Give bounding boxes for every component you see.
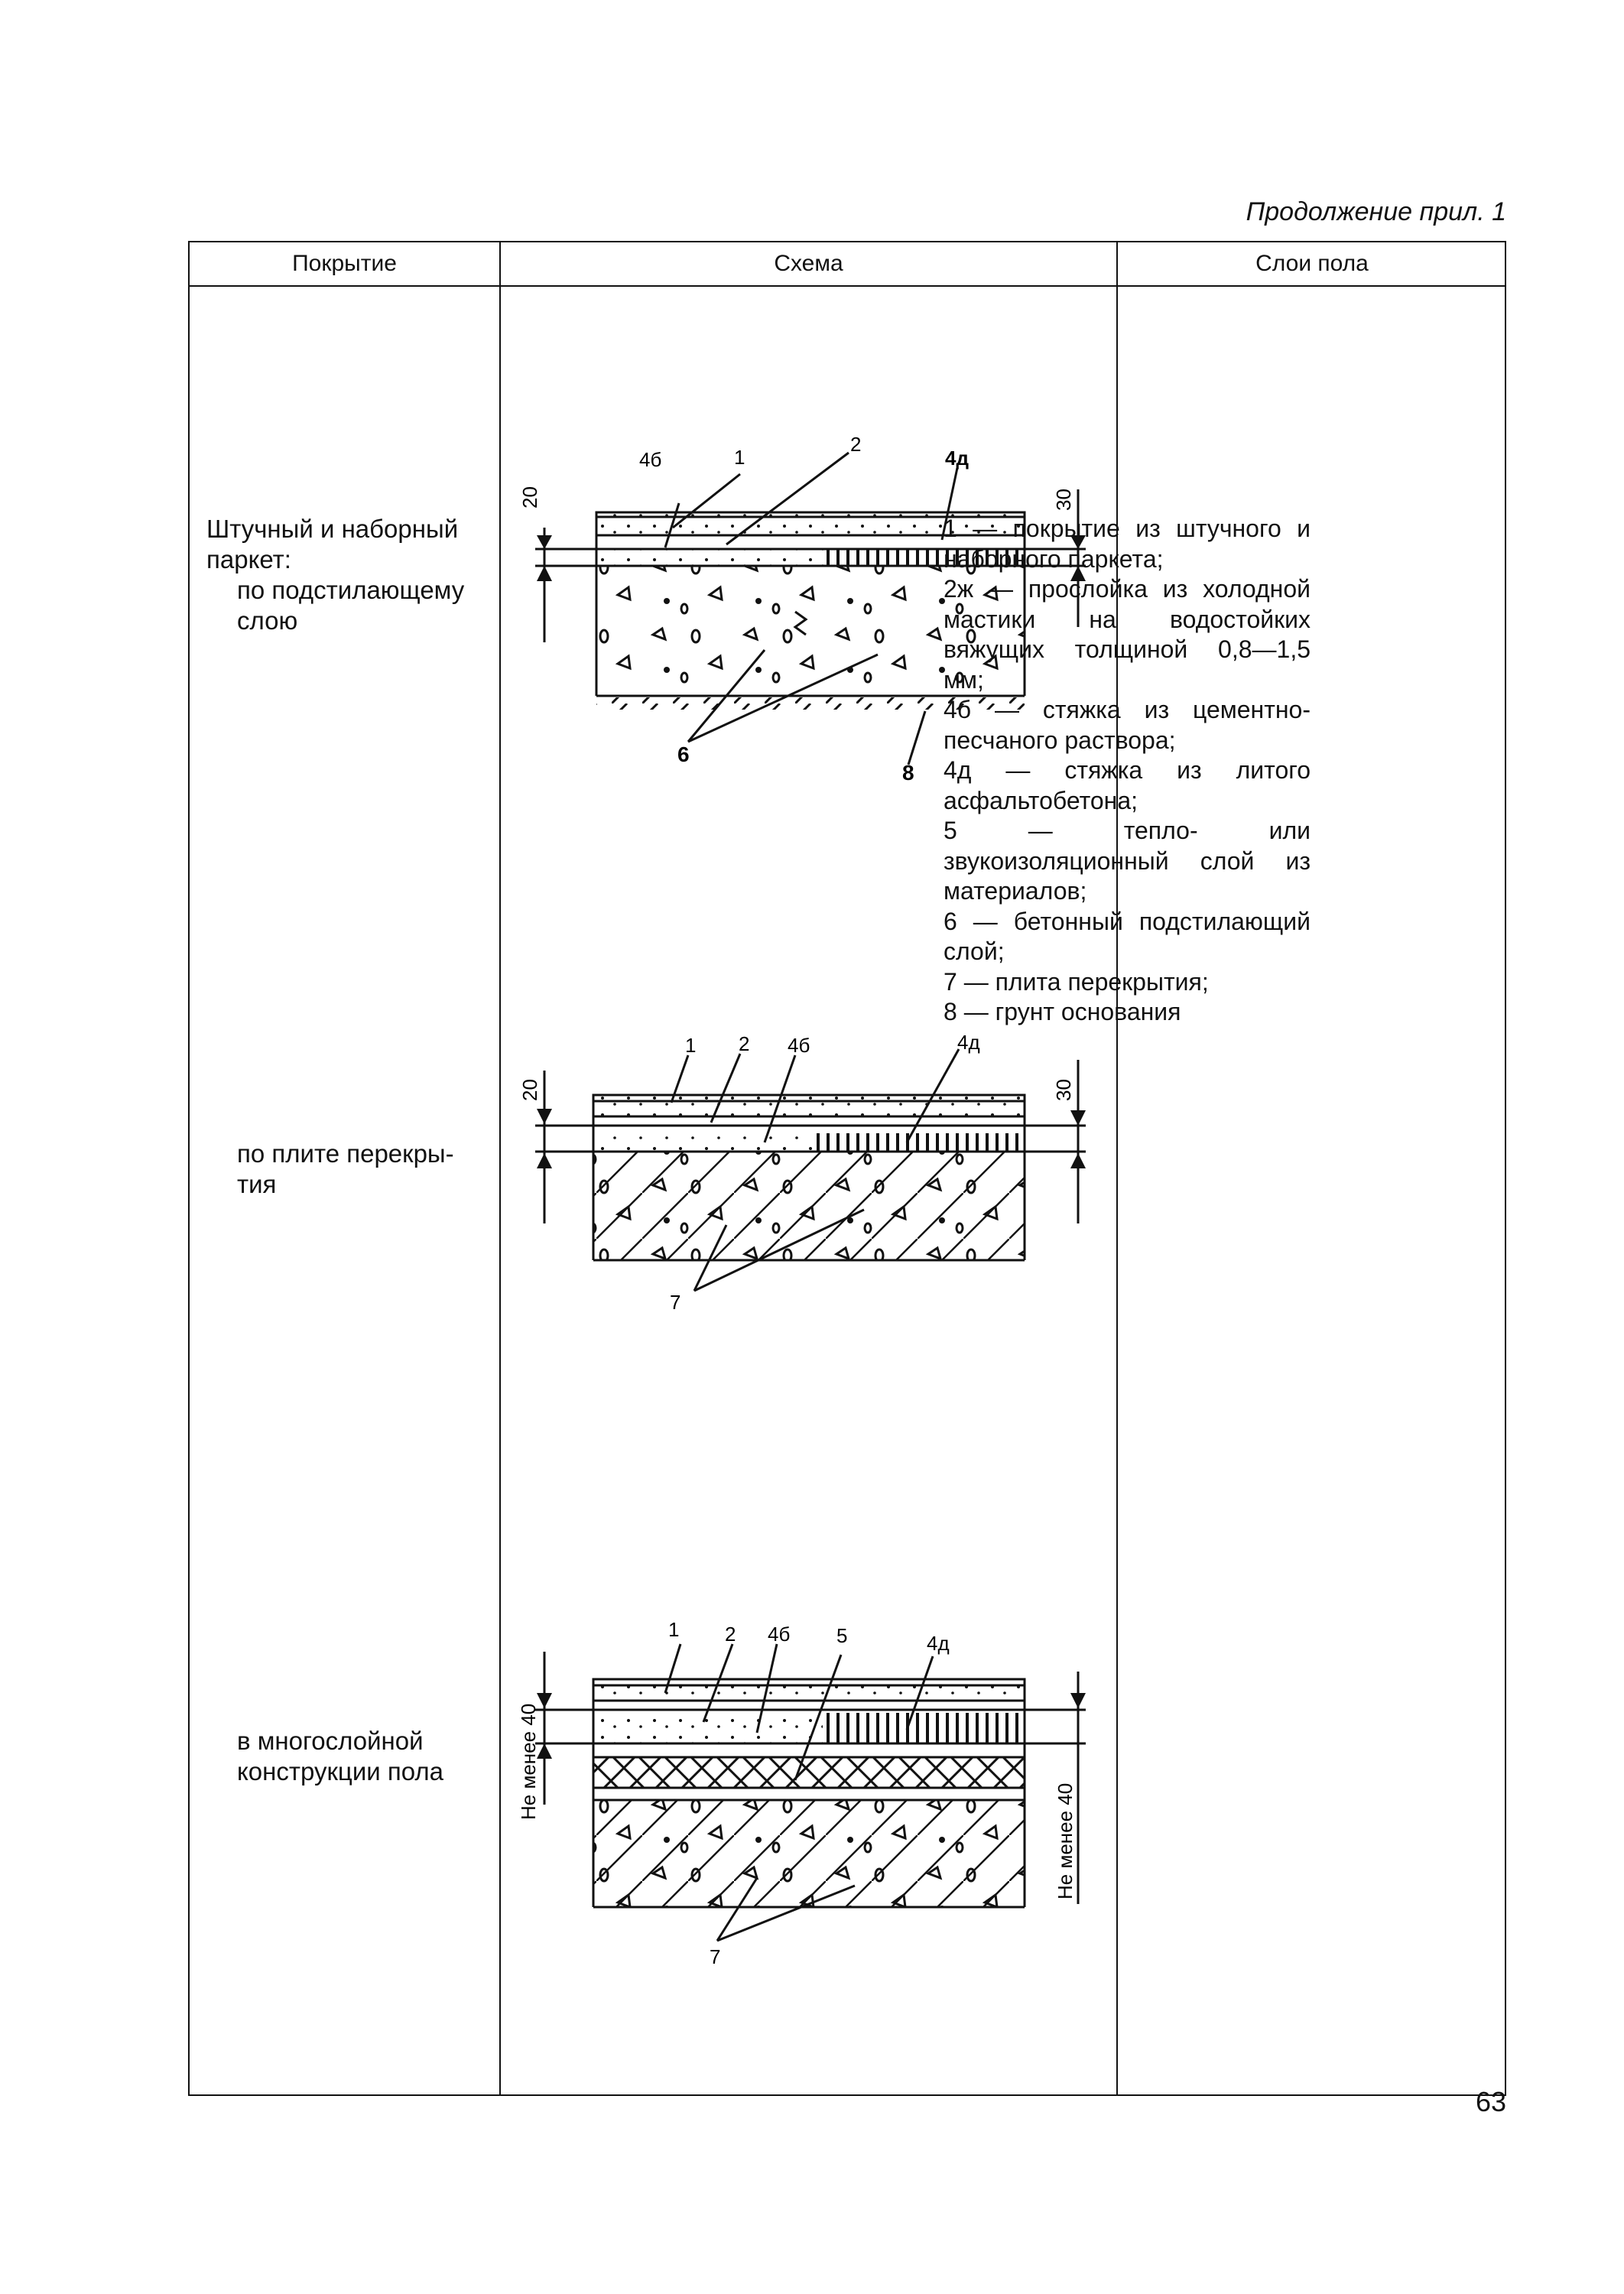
covering-sub-1b: слою	[237, 606, 298, 635]
column-header-scheme: Схема	[774, 251, 843, 276]
scheme1-label-6: 6	[677, 742, 690, 766]
column-header-covering: Покрытие	[292, 251, 397, 276]
scheme3-label-4d: 4д	[927, 1632, 950, 1655]
covering-sub-3a: в многослойной	[237, 1727, 424, 1755]
column-divider-1	[499, 242, 501, 2094]
scheme2-label-2: 2	[739, 1032, 749, 1055]
scheme1-label-2: 2	[850, 433, 861, 456]
continuation-note: Продолжение прил. 1	[1246, 197, 1506, 226]
scheme1-label-4d: 4д	[945, 447, 969, 470]
scheme3-label-5: 5	[836, 1624, 847, 1647]
layer-item: 7 — плита перекрытия;	[944, 967, 1209, 996]
column-divider-2	[1116, 242, 1118, 2094]
scheme1-label-8: 8	[902, 761, 914, 785]
scheme2-dim-left: 20	[518, 1079, 541, 1101]
layer-item: 5 — тепло- или звукоизоляционный слой из…	[944, 817, 1311, 905]
scheme1-label-4b: 4б	[639, 448, 661, 471]
scheme2-dim-right: 30	[1052, 1079, 1075, 1101]
scheme2-label-4d: 4д	[957, 1031, 980, 1054]
scheme2-label-4b: 4б	[788, 1034, 810, 1057]
covering-sub-2b: тия	[237, 1170, 277, 1198]
covering-title-1: Штучный и наборный	[206, 515, 459, 543]
scheme3-label-7: 7	[710, 1945, 720, 1968]
column-header-layers: Слои пола	[1255, 251, 1369, 276]
scheme3-label-1: 1	[668, 1618, 679, 1641]
header-divider	[190, 285, 1505, 287]
scheme2-label-7: 7	[670, 1291, 680, 1314]
layer-item: 4д — стяжка из литого асфальтобетона;	[944, 756, 1311, 814]
scheme3-label-2: 2	[725, 1623, 736, 1646]
scheme3-dim-right: Не менее 40	[1054, 1783, 1077, 1899]
scheme-3: 1 2 4б 5 4д 7 Не менее 40 Не менее 40	[517, 1618, 1086, 1968]
scheme3-dim-left: Не менее 40	[517, 1704, 540, 1820]
scheme2-label-1: 1	[685, 1034, 696, 1057]
scheme-2: 1 2 4б 4д 7 20 30	[518, 1031, 1086, 1314]
covering-title-2: паркет:	[206, 545, 291, 574]
covering-sub-1a: по подстилающему	[237, 576, 465, 604]
scheme-1: 4б 1 2 4д 6 8 20 30	[518, 433, 1086, 785]
layer-item: 8 — грунт основания	[944, 998, 1181, 1025]
scheme1-dim-right: 30	[1052, 489, 1075, 511]
page-number: 63	[1475, 2086, 1506, 2117]
covering-sub-3b: конструкции пола	[237, 1757, 443, 1785]
scheme3-label-4b: 4б	[768, 1623, 790, 1646]
scheme1-label-1: 1	[734, 446, 745, 469]
covering-sub-2a: по плите перекры-	[237, 1139, 454, 1168]
layer-item: 6 — бетонный подстилающий слой;	[944, 907, 1311, 966]
scheme1-dim-left: 20	[518, 486, 541, 509]
